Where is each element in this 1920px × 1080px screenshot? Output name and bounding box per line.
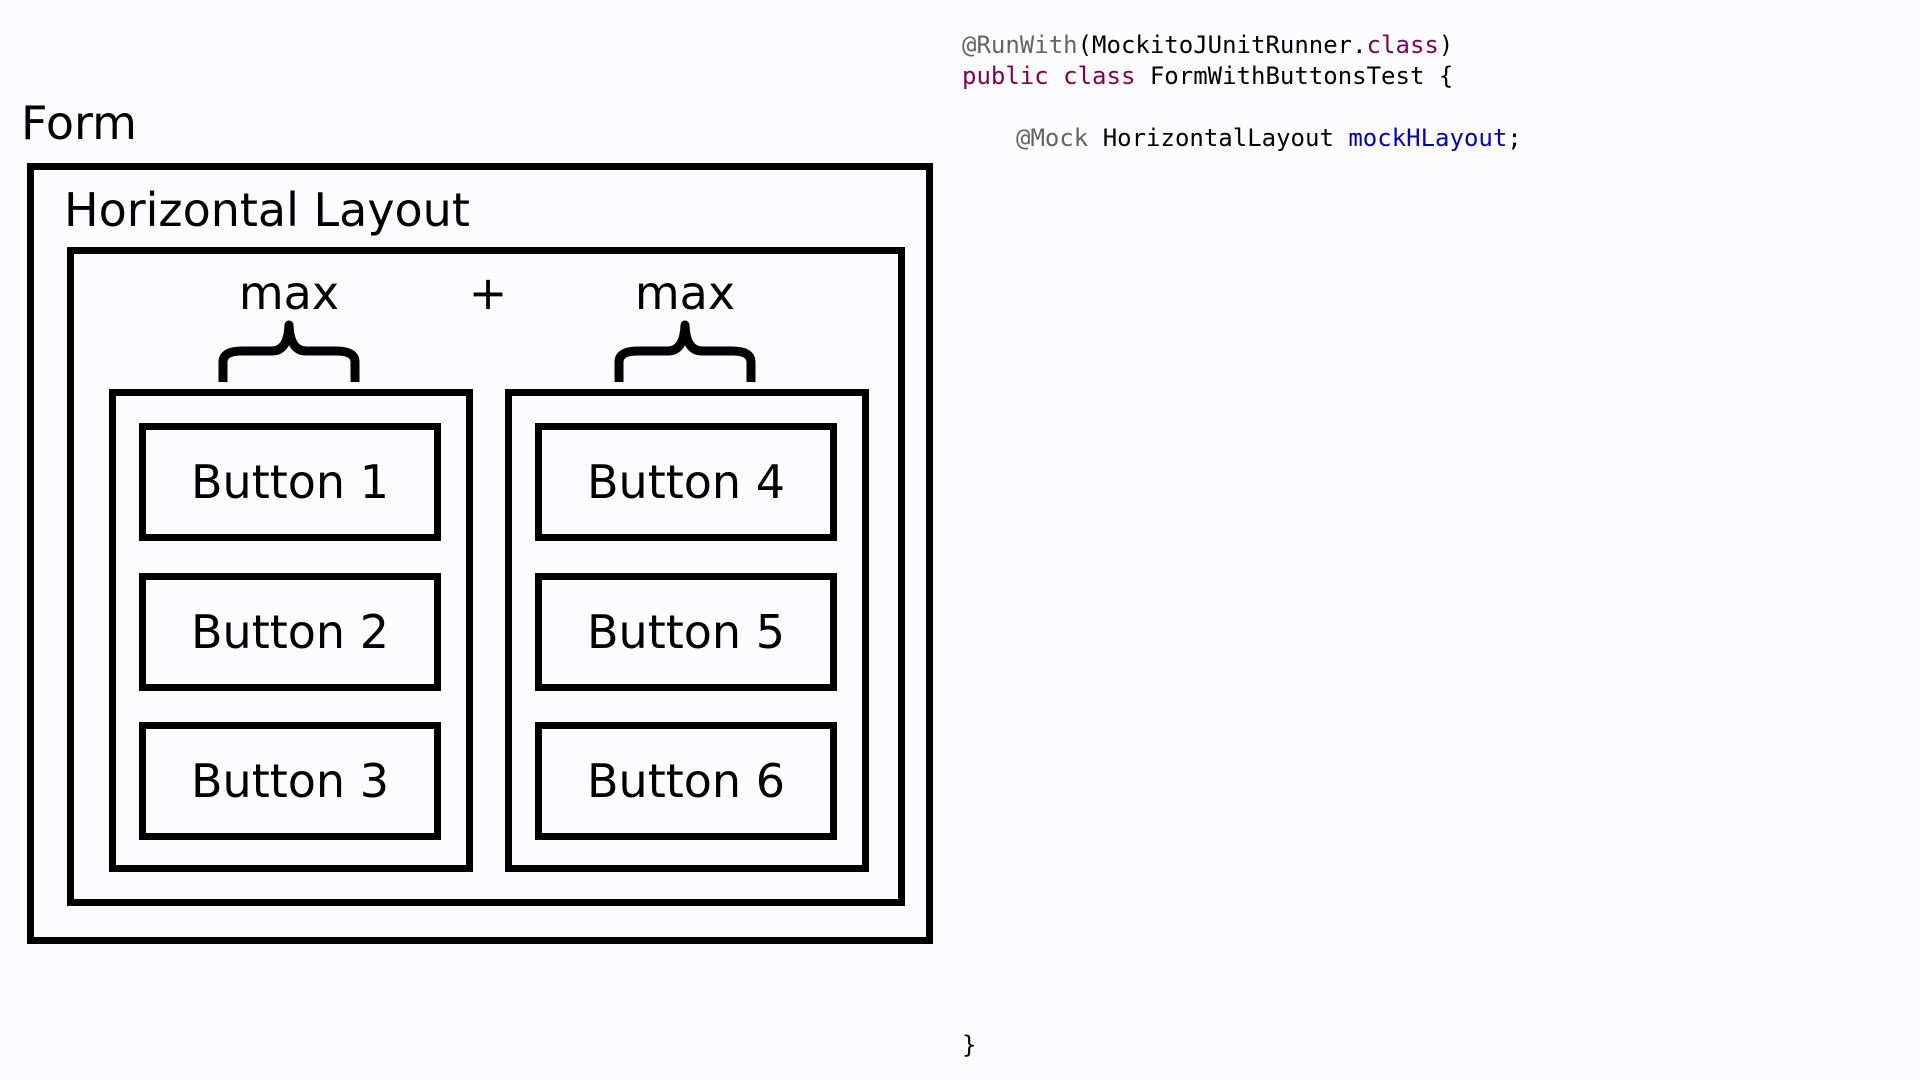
runner-class-name: MockitoJUnitRunner [1092,31,1353,59]
code-line-runwith: @RunWith(MockitoJUnitRunner.class) [962,30,1453,61]
right-vertical-layout [505,389,869,872]
brace-open: { [1438,62,1454,90]
left-vertical-layout [109,389,473,872]
button-2[interactable]: Button 2 [139,573,441,691]
field-name: mockHLayout [1348,124,1508,152]
button-5[interactable]: Button 5 [535,573,837,691]
form-label: Form [21,96,137,150]
public-keyword: public [962,62,1049,90]
button-1[interactable]: Button 1 [139,423,441,541]
brace-close: } [962,1031,977,1059]
field-type: HorizontalLayout [1102,124,1334,152]
class-keyword: class [1063,62,1136,90]
button-4[interactable]: Button 4 [535,423,837,541]
code-line-mock-field: @Mock HorizontalLayout mockHLayout; [1016,123,1522,154]
semicolon: ; [1507,124,1522,152]
test-class-name: FormWithButtonsTest [1149,62,1425,90]
right-curly-brace-icon [614,320,756,382]
dot: . [1352,31,1367,59]
left-curly-brace-icon [218,320,360,382]
button-3[interactable]: Button 3 [139,722,441,840]
mock-annotation: @Mock [1016,124,1089,152]
left-max-label: max [238,266,340,320]
code-panel: @RunWith(MockitoJUnitRunner.class) publi… [962,30,1522,1059]
code-line-closing-brace: } [962,1030,976,1061]
form-container [27,163,933,944]
runwith-annotation: @RunWith [962,31,1078,59]
plus-operator: + [468,266,508,320]
right-max-label: max [634,266,736,320]
class-keyword: class [1366,31,1439,59]
paren-open: ( [1077,31,1093,59]
button-6[interactable]: Button 6 [535,722,837,840]
paren-close: ) [1438,31,1454,59]
horizontal-layout-container [67,247,905,906]
code-line-class-decl: public class FormWithButtonsTest { [962,61,1453,92]
horizontal-layout-label: Horizontal Layout [64,183,470,237]
